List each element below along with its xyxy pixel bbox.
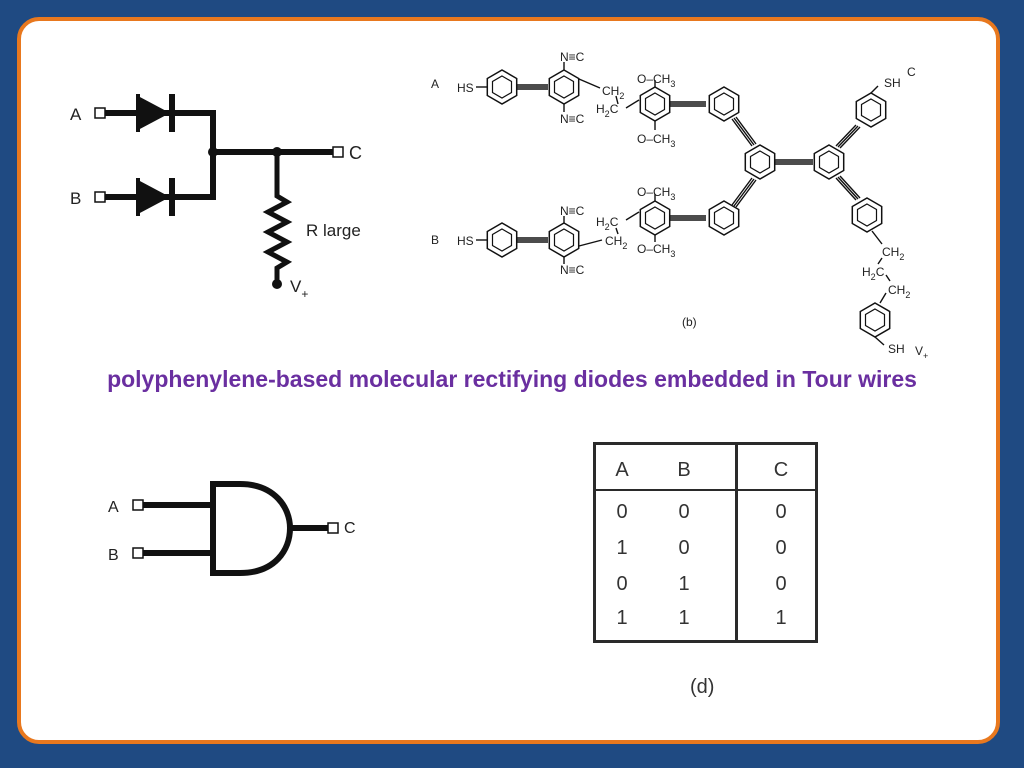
methoxy-b-bottom: O–CH3	[637, 242, 675, 259]
ch2-b1: CH2	[605, 234, 627, 251]
table-cell: 0	[775, 573, 787, 595]
table-cell: 1	[775, 607, 787, 629]
supply-label: V+	[290, 277, 308, 301]
diode-label-c: C	[349, 143, 362, 163]
nitrile-b-top: N≡C	[560, 204, 585, 218]
molecule-output-c: C	[907, 65, 916, 79]
slide-panel	[17, 17, 1000, 744]
gate-label-a: A	[108, 499, 119, 516]
h2c-b: H2C	[596, 215, 619, 232]
panel-label-b: (b)	[682, 315, 697, 329]
table-cell: 1	[678, 607, 690, 629]
nitrile-a-top: N≡C	[560, 50, 585, 64]
gate-terminal-a	[132, 499, 144, 511]
table-header-c: C	[773, 459, 789, 481]
gate-label-c: C	[344, 520, 356, 537]
molecule-row-a: A	[431, 77, 439, 91]
diode-b-icon	[138, 180, 170, 214]
diode-label-a: A	[70, 105, 82, 124]
slide-caption: polyphenylene-based molecular rectifying…	[107, 366, 917, 392]
nitrile-b-bottom: N≡C	[560, 263, 585, 277]
ch2-a1: CH2	[602, 84, 624, 101]
gate-label-b: B	[108, 547, 119, 564]
table-cell: 1	[678, 573, 690, 595]
diode-label-b: B	[70, 189, 81, 208]
and-gate-icon	[210, 481, 294, 576]
table-cell: 0	[616, 573, 628, 595]
thiol-a: HS	[457, 81, 474, 95]
table-cell: 0	[616, 501, 628, 523]
methoxy-a-top: O–CH3	[637, 72, 675, 89]
truth-table: A B C 0 0 0 1 0 0 0 1 0 1 1 1	[593, 442, 818, 643]
terminal-c	[332, 146, 344, 158]
table-header-b: B	[677, 459, 691, 481]
ch2-v2: CH2	[888, 283, 910, 300]
molecule-supply: V+	[915, 344, 928, 361]
table-divider	[596, 489, 815, 491]
diode-a-icon	[138, 96, 170, 130]
thiol-v: SH	[888, 342, 905, 356]
table-header-a: A	[615, 459, 629, 481]
methoxy-b-top: O–CH3	[637, 185, 675, 202]
resistor-icon	[262, 152, 293, 284]
panel-label-d: (d)	[690, 676, 715, 698]
gate-terminal-c	[327, 522, 339, 534]
table-cell: 1	[616, 537, 628, 559]
table-divider	[735, 445, 738, 640]
molecule-row-b: B	[431, 233, 439, 247]
table-cell: 0	[678, 501, 690, 523]
table-cell: 0	[678, 537, 690, 559]
table-cell: 1	[616, 607, 628, 629]
table-cell: 0	[775, 501, 787, 523]
resistor-label: R large	[306, 221, 361, 240]
thiol-c: SH	[884, 76, 901, 90]
nitrile-a-bottom: N≡C	[560, 112, 585, 126]
thiol-b: HS	[457, 234, 474, 248]
ch2-v1: CH2	[882, 245, 904, 262]
h2c-v: H2C	[862, 265, 885, 282]
gate-terminal-b	[132, 547, 144, 559]
methoxy-a-bottom: O–CH3	[637, 132, 675, 149]
table-cell: 0	[775, 537, 787, 559]
h2c-a: H2C	[596, 102, 619, 119]
